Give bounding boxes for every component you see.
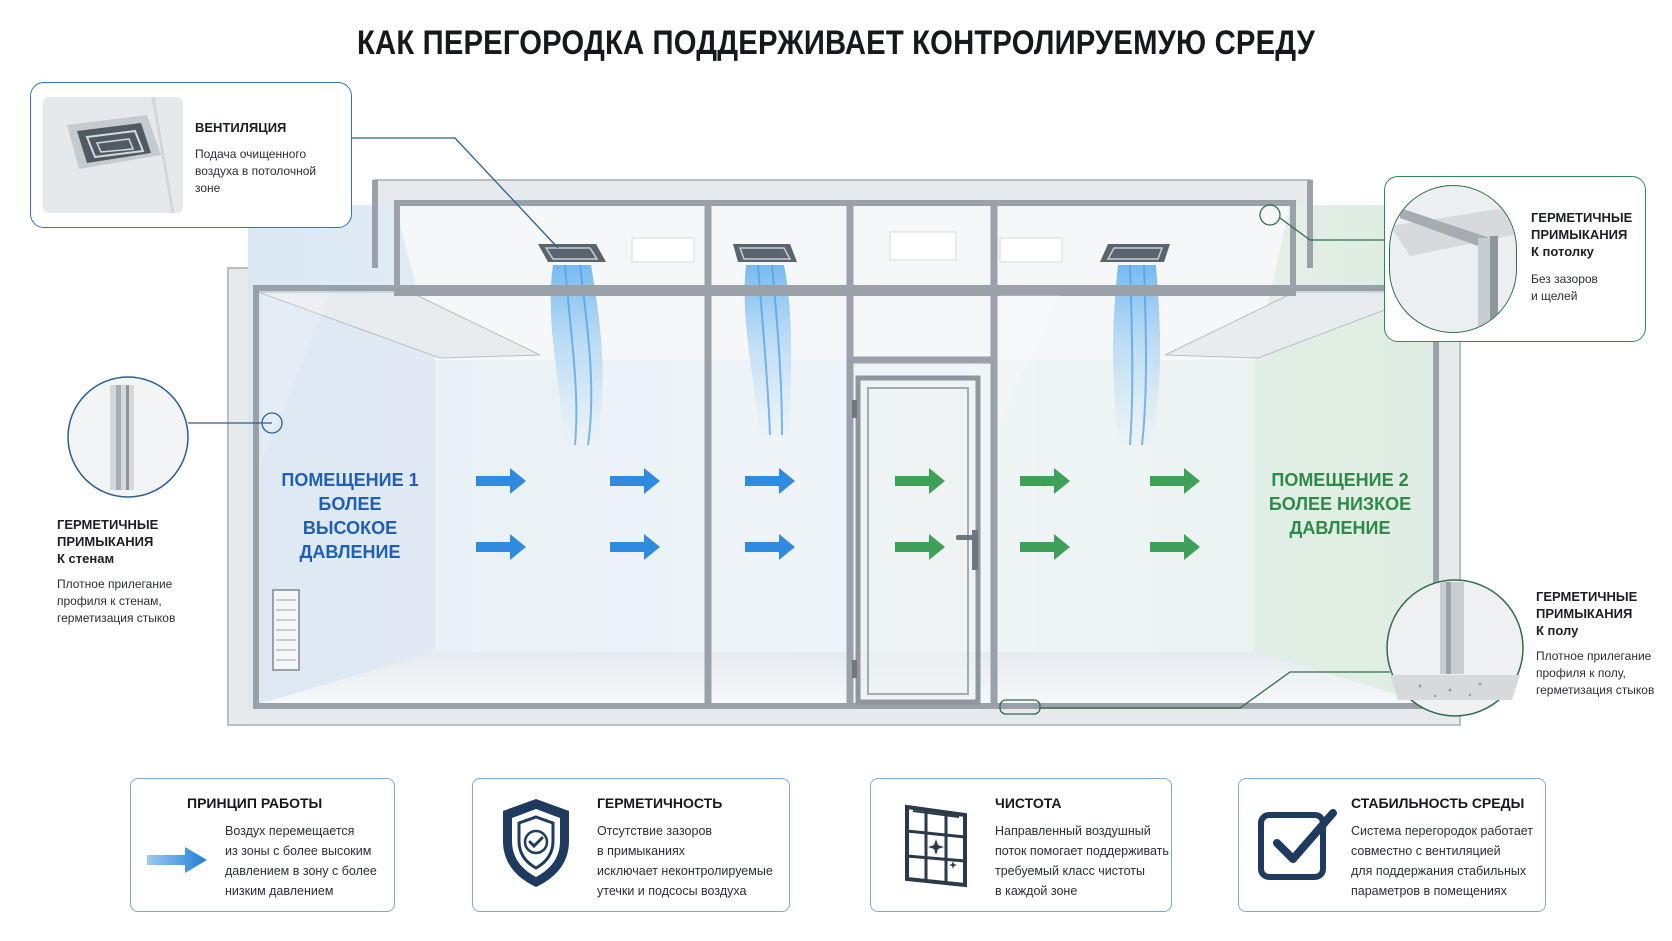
cleanliness-card: ЧИСТОТА Направленный воздушный поток пом… [870,778,1172,912]
glass-sheen [262,295,1060,460]
diffuser [538,244,606,262]
ceiling-light [999,237,1063,263]
card-line: совместно с вентиляцией [1351,844,1501,858]
room-2-label: ПОМЕЩЕНИЕ 2 БОЛЕЕ НИЗКОЕ ДАВЛЕНИЕ [1265,468,1415,540]
card-line: в каждой зоне [995,884,1078,898]
walls-line: профиля к стенам, [57,594,162,608]
airflow-arrow [610,468,660,494]
leader-lines-blue [188,137,559,434]
room-2-label-line: ДАВЛЕНИЕ [1289,518,1391,538]
ventilation-heading: ВЕНТИЛЯЦИЯ [195,120,287,135]
right-side-wall [1255,292,1435,705]
walls-line: Плотное прилегание [57,577,173,591]
card-line: Воздух перемещается [225,824,355,838]
floor-heading: ПРИМЫКАНИЯ [1536,606,1633,621]
diffuser [733,244,797,262]
floor-sub: К полу [1536,623,1579,638]
airflow-arrow [1020,534,1070,560]
partition-frame [253,180,1439,709]
walls-line: герметизация стыков [57,611,176,625]
card-line: Отсутствие зазоров [597,824,713,838]
card-line: низким давлением [225,884,334,898]
diffuser [1100,244,1170,262]
airflow-arrow [895,468,945,494]
airflow-arrow [1150,468,1200,494]
card-line: Система перегородок работает [1351,824,1534,838]
card-line: в примыканиях [597,844,685,858]
card-line: требуемый класс чистоты [995,864,1146,878]
page-title: КАК ПЕРЕГОРОДКА ПОДДЕРЖИВАЕТ КОНТРОЛИРУЕ… [357,24,1315,62]
walls-heading: ПРИМЫКАНИЯ [57,534,154,549]
ceiling-light [889,231,957,261]
ventilation-line: воздуха в потолочной [195,164,317,178]
ceiling-line: Без зазоров [1531,272,1598,286]
wall-joint-photo [67,376,189,498]
card-title: ГЕРМЕТИЧНОСТЬ [597,795,723,811]
airflow-arrow [1020,468,1070,494]
ceiling-diffuser-photo [43,97,183,213]
airflow-stream [550,265,1161,450]
card-line: из зоны с более высоким [225,844,372,858]
airflow-arrow [476,468,526,494]
room-1-label-line: БОЛЕЕ ВЫСОКОЕ [302,494,398,538]
ceiling-heading: ГЕРМЕТИЧНЫЕ [1531,210,1633,225]
card-title: ЧИСТОТА [995,795,1062,811]
airflow-arrow [1150,534,1200,560]
floor-line: Плотное прилегание [1536,649,1652,663]
ceiling-joint-photo [1389,185,1517,333]
room-1-label-line: ДАВЛЕНИЕ [299,542,401,562]
door [852,375,981,705]
airflow-arrows-green [895,468,1200,560]
ceiling-line: и щелей [1531,289,1578,303]
checkbox-check-icon [1255,803,1341,894]
card-line: давлением в зону с более [225,864,377,878]
floor-heading: ГЕРМЕТИЧНЫЕ [1536,589,1638,604]
stability-card: СТАБИЛЬНОСТЬ СРЕДЫ Система перегородок р… [1238,778,1546,912]
floor-callout: ГЕРМЕТИЧНЫЕ ПРИМЫКАНИЯ К полу Плотное пр… [1536,588,1672,699]
ceiling-light [631,237,695,263]
card-line: исключает неконтролируемые [597,864,773,878]
walls-callout: ГЕРМЕТИЧНЫЕ ПРИМЫКАНИЯ К стенам Плотное … [57,516,227,627]
room-1-label-line: ПОМЕЩЕНИЕ 1 [281,470,419,490]
airflow-arrow [610,534,660,560]
card-line: поток помогает поддерживать [995,844,1169,858]
ceiling-sub: К потолку [1531,244,1594,259]
ceiling-heading: ПРИМЫКАНИЯ [1531,227,1628,242]
airflow-arrow [745,534,795,560]
airflow-arrow [476,534,526,560]
ceiling [395,205,1290,360]
principle-card: ПРИНЦИП РАБОТЫ Воздух перемещается из зо… [130,778,395,912]
floor-line: профиля к полу, [1536,666,1626,680]
ventilation-line: Подача очищенного [195,147,307,161]
shield-check-icon [497,795,575,896]
airflow-arrow [895,534,945,560]
floor-joint-photo [1386,579,1524,717]
left-soffit [257,291,541,359]
airflow-arrows-blue [476,468,795,560]
partition-mullions [704,205,998,705]
card-title: СТАБИЛЬНОСТЬ СРЕДЫ [1351,795,1525,811]
room-1-label: ПОМЕЩЕНИЕ 1 БОЛЕЕ ВЫСОКОЕ ДАВЛЕНИЕ [275,468,425,564]
walls-sub: К стенам [57,551,115,566]
card-line: Направленный воздушный [995,824,1151,838]
room-2-label-line: ПОМЕЩЕНИЕ 2 [1271,470,1409,490]
card-line: параметров в помещениях [1351,884,1507,898]
wall-grille [272,589,300,671]
ventilation-callout: ВЕНТИЛЯЦИЯ Подача очищенного воздуха в п… [30,82,352,228]
floor [255,652,1435,705]
leader-lines-green [999,204,1395,715]
ceiling-joint-callout: ГЕРМЕТИЧНЫЕ ПРИМЫКАНИЯ К потолку Без заз… [1384,176,1646,342]
card-line: утечки и подсосы воздуха [597,884,747,898]
tightness-card: ГЕРМЕТИЧНОСТЬ Отсутствие зазоров в примы… [472,778,790,912]
ventilation-line: зоне [195,181,221,195]
airflow-arrow-icon [145,845,211,880]
walls-heading: ГЕРМЕТИЧНЫЕ [57,517,159,532]
airflow-arrow [745,468,795,494]
floor-line: герметизация стыков [1536,683,1655,697]
clean-window-icon [901,801,975,896]
card-title: ПРИНЦИП РАБОТЫ [187,795,323,811]
card-line: для поддержания стабильных [1351,864,1527,878]
room-2-label-line: БОЛЕЕ НИЗКОЕ [1268,494,1412,514]
